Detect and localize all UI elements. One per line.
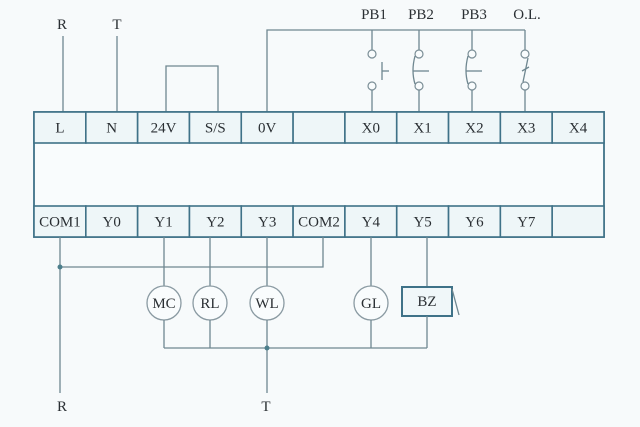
top-terminal-cell — [344, 111, 398, 144]
bottom-terminal-label: Y1 — [154, 215, 172, 231]
load-label-mc: MC — [152, 296, 175, 312]
bottom-terminal-cell — [33, 205, 87, 238]
bottom-terminal-cell — [499, 205, 553, 238]
top-terminal-label: X4 — [569, 121, 588, 137]
bottom-terminal-cell — [240, 205, 294, 238]
bottom-terminal-cell — [447, 205, 502, 238]
top-terminal-cell — [499, 111, 553, 144]
bottom-terminal-label: Y0 — [103, 215, 121, 231]
load-label-bz: BZ — [417, 294, 436, 310]
top-terminal-cell — [447, 111, 502, 144]
top-terminal-cell — [395, 111, 450, 144]
top-terminal-label: 0V — [258, 121, 277, 137]
top-terminal-label: X3 — [517, 121, 535, 137]
switch-pb2-icon — [412, 30, 429, 112]
top-terminal-label: X2 — [465, 121, 483, 137]
bottom-terminal-row: COM1 Y0 Y1 Y2 Y3 COM2 Y4 Y5 Y6 Y7 — [33, 205, 605, 238]
bottom-terminal-label: Y4 — [362, 215, 381, 231]
bottom-terminal-cell — [344, 205, 398, 238]
bottom-terminal-label: Y5 — [413, 215, 431, 231]
top-terminal-row: L N 24V S/S 0V X0 X1 X2 X3 X4 — [33, 111, 605, 144]
switch-label-pb3: PB3 — [461, 7, 487, 23]
top-terminal-label: 24V — [151, 121, 177, 137]
junction-dot-com — [57, 264, 63, 270]
switch-label-pb1: PB1 — [361, 7, 387, 23]
bottom-terminal-label: Y3 — [258, 215, 276, 231]
bottom-terminal-cell — [136, 205, 191, 238]
wire-com1-com2-tie — [60, 237, 324, 268]
bottom-terminal-label: COM2 — [298, 215, 340, 231]
switch-pb3-icon — [465, 30, 482, 112]
top-terminal-label: N — [106, 121, 117, 137]
top-terminal-label: L — [55, 121, 64, 137]
bottom-terminal-cell — [188, 205, 243, 238]
switch-overload-icon — [520, 30, 530, 112]
load-label-wl: WL — [255, 296, 278, 312]
top-terminal-label: X1 — [413, 121, 431, 137]
junction-dot-return — [264, 345, 270, 351]
top-terminal-cell — [551, 111, 605, 144]
top-terminal-cell — [188, 111, 243, 144]
switch-label-pb2: PB2 — [408, 7, 434, 23]
bottom-terminal-cell — [551, 205, 605, 238]
switch-label-ol: O.L. — [513, 7, 541, 23]
bottom-terminal-cell — [85, 205, 139, 238]
switch-pb1-icon — [367, 30, 389, 112]
supply-label-R-top: R — [57, 17, 67, 33]
bottom-terminal-cell — [395, 205, 450, 238]
bottom-terminal-label: Y7 — [517, 215, 536, 231]
supply-label-T-bottom: T — [261, 399, 270, 415]
supply-label-T-top: T — [112, 17, 121, 33]
bottom-terminal-label: Y2 — [206, 215, 224, 231]
load-label-rl: RL — [200, 296, 219, 312]
top-terminal-label: S/S — [205, 121, 226, 137]
wire-0v-common-bus — [266, 29, 525, 112]
top-terminal-label: X0 — [362, 121, 380, 137]
top-terminal-cell — [292, 111, 346, 144]
supply-label-R-bottom: R — [57, 399, 67, 415]
load-label-gl: GL — [361, 296, 381, 312]
buzzer-tail — [451, 288, 460, 316]
top-terminal-cell — [85, 111, 139, 144]
bottom-terminal-label: Y6 — [465, 215, 484, 231]
bottom-terminal-label: COM1 — [39, 215, 81, 231]
top-terminal-cell — [33, 111, 87, 144]
jumper-24v-ss — [165, 65, 219, 112]
